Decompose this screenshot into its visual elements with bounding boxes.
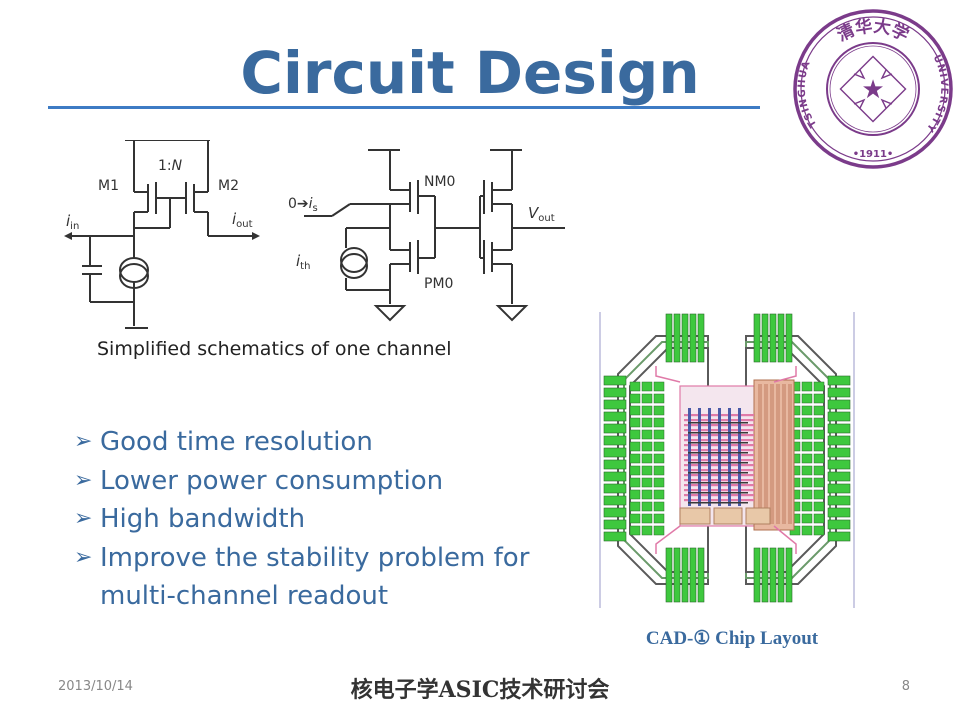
slide-title: Circuit Design	[240, 39, 700, 107]
label-m1: M1	[98, 178, 119, 194]
seal-year-text: •1911•	[853, 149, 894, 160]
feature-item: ➢ Good time resolution	[74, 423, 574, 462]
label-i-s: 0➔is	[288, 196, 318, 214]
label-i-out: iout	[232, 210, 253, 230]
page-number: 8	[901, 679, 910, 694]
feature-list: ➢ Good time resolution ➢ Lower power consu…	[74, 423, 574, 616]
label-m2: M2	[218, 178, 239, 194]
seal-top-text: 清华大学	[834, 16, 912, 46]
label-i-th: ith	[296, 252, 310, 272]
bullet-arrow-icon: ➢	[74, 467, 93, 493]
channel-schematic: M1 M2 1:N iin iout Cin	[64, 140, 565, 329]
seal-star-icon: ★	[861, 75, 884, 105]
feature-text: Good time resolution	[100, 427, 373, 457]
feature-text: Improve the stability problem for multi-…	[100, 542, 530, 612]
university-seal-logo: 清华大学 TSINGHUA UNIVERSITY •1911• ★	[793, 9, 953, 169]
chip-layout-caption: CAD-① Chip Layout	[645, 628, 819, 649]
feature-item: ➢ High bandwidth	[74, 500, 574, 539]
svg-text:清华大学: 清华大学	[834, 16, 912, 46]
bullet-arrow-icon: ➢	[74, 429, 93, 454]
label-v-out: Vout	[528, 204, 555, 224]
schematic-caption: Simplified schematics of one channel	[97, 338, 452, 360]
feature-text: High bandwidth	[100, 504, 306, 534]
label-pm0: PM0	[424, 276, 453, 292]
footer-conference: 核电子学ASIC技术研讨会	[350, 677, 610, 703]
label-mirror-ratio: 1:N	[158, 158, 183, 174]
chip-layout-image	[596, 312, 858, 608]
feature-item: ➢ Lower power consumption	[74, 462, 574, 501]
bullet-arrow-icon: ➢	[74, 544, 93, 570]
title-underline	[48, 106, 760, 109]
bullet-arrow-icon: ➢	[74, 506, 93, 531]
label-nm0: NM0	[424, 174, 455, 190]
feature-text: Lower power consumption	[100, 465, 444, 496]
label-i-in: iin	[66, 212, 79, 232]
feature-item: ➢ Improve the stability problem for multi…	[74, 539, 574, 616]
footer-date: 2013/10/14	[58, 679, 133, 694]
